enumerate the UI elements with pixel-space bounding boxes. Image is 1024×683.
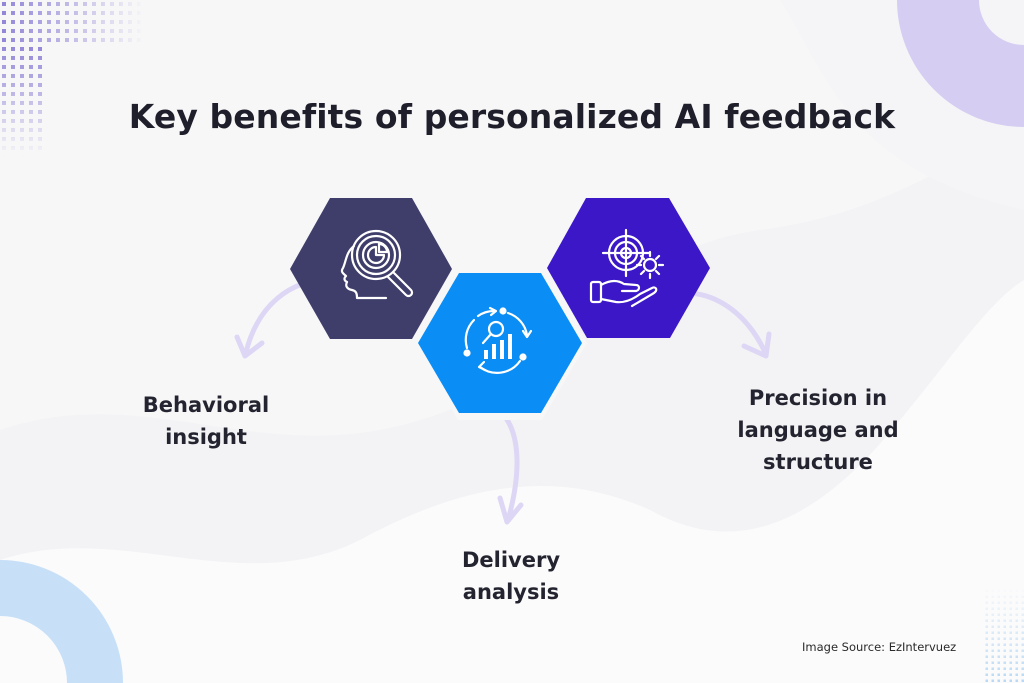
label-behavioral-insight: Behavioral insight [142,393,270,449]
label-delivery-analysis: Delivery analysis [461,548,561,604]
image-source-credit: Image Source: EzIntervuez [802,640,957,654]
dot-grid-decor [0,42,45,157]
dot-grid-decor [0,0,145,42]
head-magnifier-pie-chart-icon [340,229,414,300]
hexagon-behavioral [290,198,452,339]
hand-target-gear-icon [589,228,665,308]
cycle-search-bar-chart-icon [463,306,533,374]
arrow-to-delivery [497,408,524,525]
dot-grid-decor [985,585,1024,683]
hexagon-precision [547,198,710,338]
label-precision: Precision in language and structure [737,386,899,474]
page-title: Key benefits of personalized AI feedback [128,97,896,136]
background-wave [0,280,1024,683]
